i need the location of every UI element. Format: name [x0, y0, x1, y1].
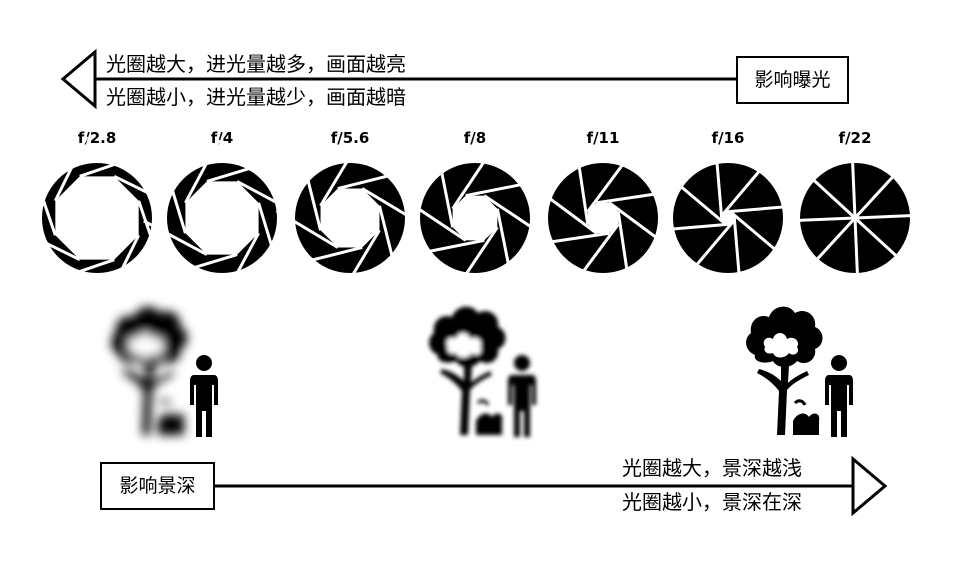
tree-icon — [111, 306, 188, 435]
scene-tree-person-strong-blur — [111, 306, 218, 437]
aperture-label-7: f/22 — [838, 129, 872, 147]
aperture-icon-2 — [143, 139, 301, 297]
scene-tree-person-sharp — [746, 306, 853, 437]
aperture-icon-5 — [538, 153, 668, 283]
exposure-line-2: 光圈越小，进光量越少，画面越暗 — [106, 85, 406, 109]
exposure-label-box: 影响曝光 — [736, 56, 849, 104]
tree-icon — [746, 306, 823, 435]
depth-line-1: 光圈越大，景深越浅 — [622, 456, 802, 480]
aperture-icon-7 — [783, 146, 927, 290]
aperture-icon-3 — [275, 143, 425, 293]
depth-label-box: 影响景深 — [100, 462, 215, 510]
aperture-label-2: f/4 — [210, 129, 234, 147]
aperture-label-1: f/2.8 — [77, 129, 117, 147]
aperture-label-4: f/8 — [463, 129, 487, 147]
tree-icon — [429, 306, 506, 435]
aperture-icon-6 — [659, 149, 797, 287]
aperture-icon-4 — [405, 148, 545, 288]
person-icon — [508, 355, 536, 437]
aperture-label-5: f/11 — [586, 129, 620, 147]
exposure-line-1: 光圈越大，进光量越多，画面越亮 — [106, 52, 406, 76]
aperture-label-3: f/5.6 — [330, 129, 370, 147]
scene-tree-person-slight-blur — [429, 306, 536, 437]
aperture-label-6: f/16 — [711, 129, 745, 147]
person-icon — [190, 355, 218, 437]
depth-line-2: 光圈越小，景深在深 — [622, 490, 802, 514]
person-icon — [825, 355, 853, 437]
aperture-icon-1 — [14, 135, 180, 301]
